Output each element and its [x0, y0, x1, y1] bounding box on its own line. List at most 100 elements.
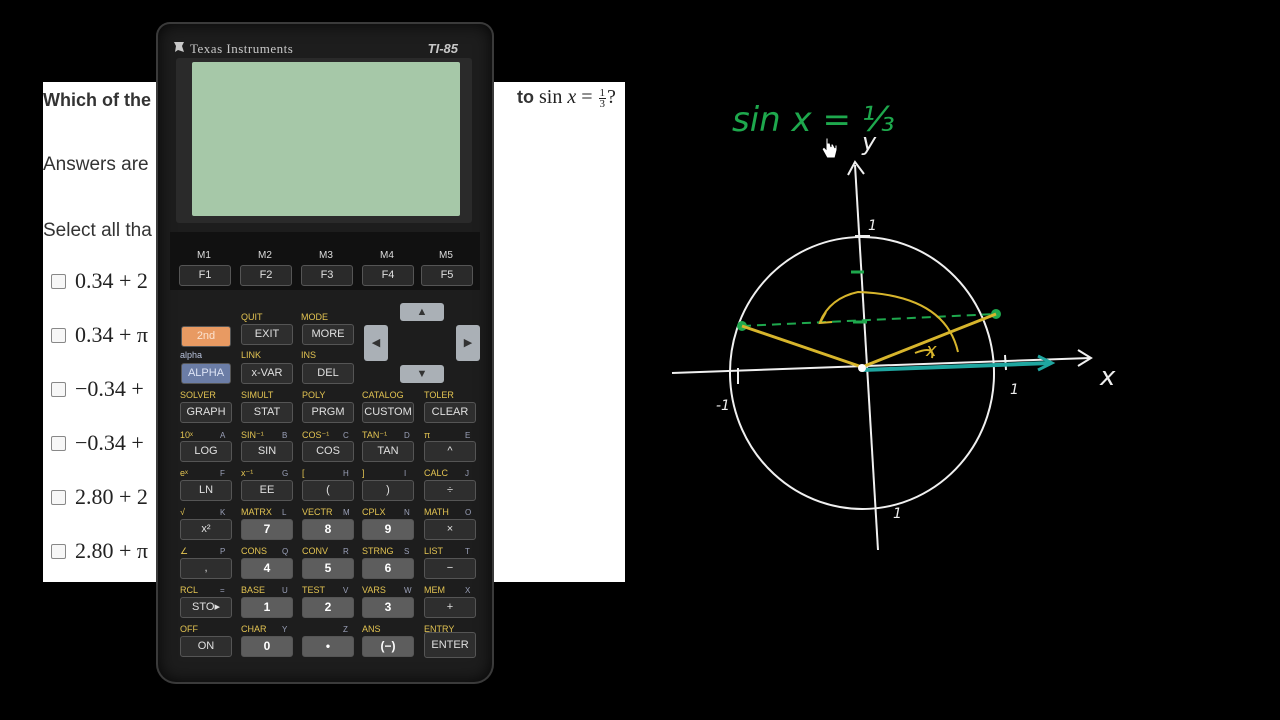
choice-6[interactable]: 2.80 + π [43, 537, 148, 565]
mode-label: MODE [301, 312, 328, 322]
choice-3[interactable]: −0.34 + [43, 375, 144, 403]
choice-checkbox[interactable] [51, 327, 66, 343]
alpha-b-label: B [282, 431, 288, 440]
origin-point [858, 364, 866, 372]
f5-key[interactable]: F5 [421, 265, 473, 286]
choice-checkbox[interactable] [51, 273, 66, 289]
alpha-j-label: J [465, 469, 469, 478]
decimal-point-key[interactable]: • [302, 636, 354, 657]
divide-key[interactable]: ÷ [424, 480, 476, 501]
alpha-m-label: M [343, 508, 350, 517]
digit-1-key[interactable]: 1 [241, 597, 293, 618]
f4-key[interactable]: F4 [362, 265, 414, 286]
whiteboard: sin x = ⅓ y x 1 1 -1 1 x [640, 40, 1280, 580]
left-arrow-key[interactable]: ◀ [364, 325, 388, 361]
rcl-label: RCL [180, 585, 199, 595]
del-key[interactable]: DEL [302, 363, 354, 384]
graph-key[interactable]: GRAPH [180, 402, 232, 423]
digit-2-key[interactable]: 2 [302, 597, 354, 618]
plus-key[interactable]: + [424, 597, 476, 618]
choice-checkbox[interactable] [51, 543, 66, 559]
base-label: BASE [241, 585, 266, 595]
choice-1[interactable]: 0.34 + 2 [43, 267, 148, 295]
digit-6-key[interactable]: 6 [362, 558, 414, 579]
f1-key[interactable]: F1 [179, 265, 231, 286]
choice-checkbox[interactable] [51, 381, 66, 397]
x-axis-arrowhead [1077, 349, 1093, 367]
down-arrow-key[interactable]: ▼ [400, 365, 444, 383]
atan-label: TAN⁻¹ [362, 430, 388, 440]
mem-label: MEM [424, 585, 445, 595]
angle-label: x [926, 340, 937, 361]
pi-label: π [424, 430, 431, 440]
choice-value: 0.34 + π [75, 322, 149, 347]
second-key[interactable]: 2nd [181, 326, 231, 347]
on-key[interactable]: ON [180, 636, 232, 657]
clear-key[interactable]: CLEAR [424, 402, 476, 423]
f3-key[interactable]: F3 [301, 265, 353, 286]
right-paren-key[interactable]: ) [362, 480, 414, 501]
y-axis-arrowhead [847, 160, 865, 176]
choice-checkbox[interactable] [51, 435, 66, 451]
right-arrow-key[interactable]: ▶ [456, 325, 480, 361]
ten-power-label: 10ˣ [180, 430, 193, 440]
custom-key[interactable]: CUSTOM [362, 402, 414, 423]
exit-key[interactable]: EXIT [241, 324, 293, 345]
link-label: LINK [241, 350, 262, 360]
digit-9-key[interactable]: 9 [362, 519, 414, 540]
choice-checkbox[interactable] [51, 489, 66, 505]
minus-key[interactable]: − [424, 558, 476, 579]
strng-label: STRNG [362, 546, 394, 556]
x-var-key[interactable]: x-VAR [241, 363, 293, 384]
tan-key[interactable]: TAN [362, 441, 414, 462]
alpha-key[interactable]: ALPHA [181, 363, 231, 384]
alpha-x-label: X [465, 586, 471, 595]
alpha-y-label: Y [282, 625, 288, 634]
digit-3-key[interactable]: 3 [362, 597, 414, 618]
power-key[interactable]: ^ [424, 441, 476, 462]
digit-0-key[interactable]: 0 [241, 636, 293, 657]
sto-key[interactable]: STO▸ [180, 597, 232, 618]
left-paren-key[interactable]: ( [302, 480, 354, 501]
off-label: OFF [180, 624, 198, 634]
more-key[interactable]: MORE [302, 324, 354, 345]
e-power-label: eˣ [180, 468, 188, 478]
negate-key[interactable]: (−) [362, 636, 414, 657]
test-label: TEST [302, 585, 326, 595]
up-arrow-key[interactable]: ▲ [400, 303, 444, 321]
choice-5[interactable]: 2.80 + 2 [43, 483, 148, 511]
choice-2[interactable]: 0.34 + π [43, 321, 148, 349]
prgm-key[interactable]: PRGM [302, 402, 354, 423]
digit-8-key[interactable]: 8 [302, 519, 354, 540]
asin-label: SIN⁻¹ [241, 430, 264, 440]
hand-cursor-icon [821, 137, 838, 159]
choice-4[interactable]: −0.34 + [43, 429, 144, 457]
digit-4-key[interactable]: 4 [241, 558, 293, 579]
comma-key[interactable]: , [180, 558, 232, 579]
digit-5-key[interactable]: 5 [302, 558, 354, 579]
ti85-calculator: Texas Instruments TI-85 M1 M2 M3 M4 M5 F… [156, 22, 494, 684]
vectr-label: VECTR [302, 507, 333, 517]
calc-label: CALC [424, 468, 449, 478]
square-key[interactable]: x² [180, 519, 232, 540]
ln-key[interactable]: LN [180, 480, 232, 501]
alpha-r-label: R [343, 547, 349, 556]
alpha-label: alpha [180, 350, 203, 360]
question-stem: Which of the [43, 90, 151, 110]
ins-label: INS [301, 350, 317, 360]
enter-key[interactable]: ENTER [424, 632, 476, 658]
cos-key[interactable]: COS [302, 441, 354, 462]
right-unit-label: 1 [1010, 382, 1019, 398]
menu-label-m1: M1 [197, 250, 211, 261]
stat-key[interactable]: STAT [241, 402, 293, 423]
f2-key[interactable]: F2 [240, 265, 292, 286]
digit-7-key[interactable]: 7 [241, 519, 293, 540]
alpha-e-label: E [465, 431, 471, 440]
log-key[interactable]: LOG [180, 441, 232, 462]
multiply-key[interactable]: × [424, 519, 476, 540]
sin-key[interactable]: SIN [241, 441, 293, 462]
ee-key[interactable]: EE [241, 480, 293, 501]
choice-value: −0.34 + [75, 376, 144, 401]
y-axis-label: y [862, 128, 877, 156]
